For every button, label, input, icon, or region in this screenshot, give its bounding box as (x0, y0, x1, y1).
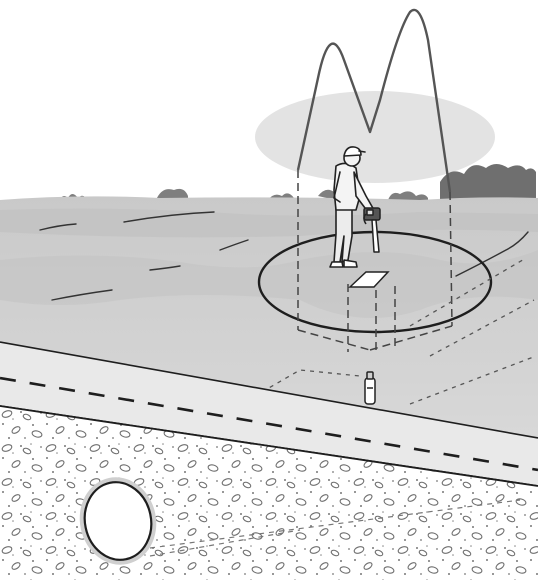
sonde-icon (365, 372, 375, 404)
signal-halo (255, 91, 495, 183)
